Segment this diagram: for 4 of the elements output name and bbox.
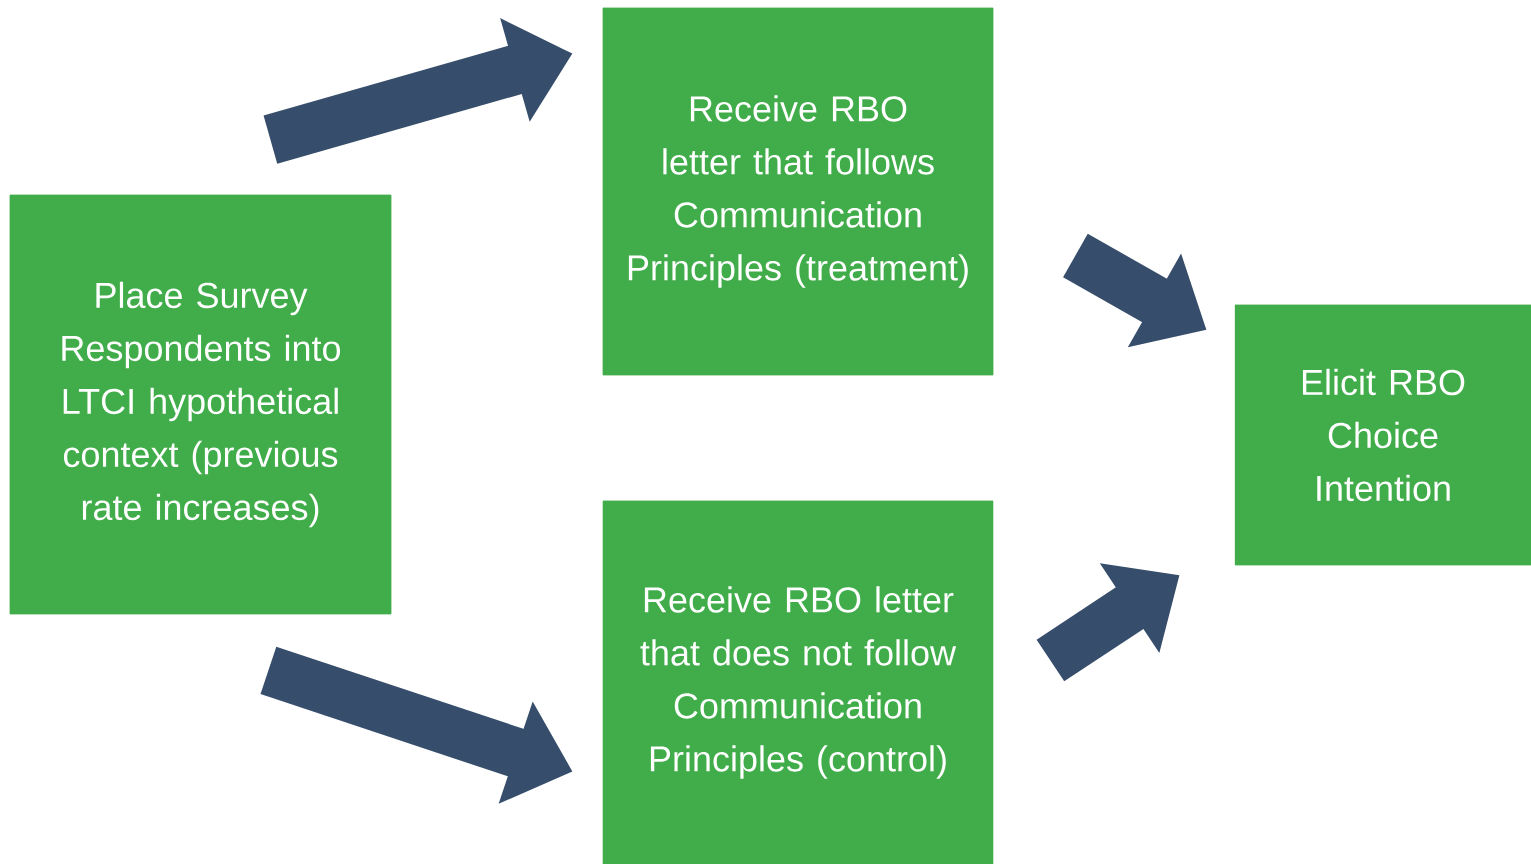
process-box: Place Survey Respondents into LTCI hypothetical context (previous rate increases) bbox=[9, 194, 392, 615]
process-box: Elicit RBO Choice Intention bbox=[1234, 304, 1531, 566]
process-box: Receive RBO letter that follows Communication Principles (treatment) bbox=[602, 7, 994, 376]
process-box: Receive RBO letter that does not follow Communication Principles (control) bbox=[602, 500, 994, 864]
